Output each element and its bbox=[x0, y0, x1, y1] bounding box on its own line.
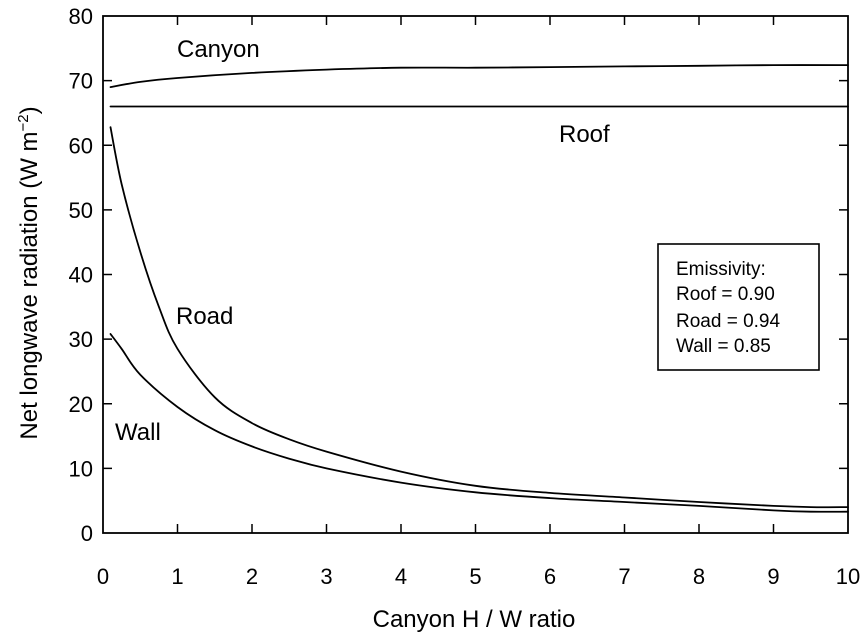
y-tick-label: 70 bbox=[69, 69, 93, 94]
x-tick-label: 2 bbox=[246, 564, 258, 589]
y-tick-label: 60 bbox=[69, 133, 93, 158]
x-tick-label: 0 bbox=[97, 564, 109, 589]
legend-entry-road: Road = 0.94 bbox=[676, 311, 780, 332]
y-axis-title: Net longwave radiation (W m−2) bbox=[15, 106, 43, 439]
series-label-road: Road bbox=[176, 303, 233, 330]
y-tick-label: 0 bbox=[81, 521, 93, 546]
series-label-roof: Roof bbox=[559, 121, 610, 148]
legend: Emissivity: Roof = 0.90 Road = 0.94 Wall… bbox=[657, 243, 820, 371]
legend-entry-roof: Roof = 0.90 bbox=[676, 284, 775, 305]
y-tick-label: 40 bbox=[69, 263, 93, 288]
series-label-wall: Wall bbox=[115, 419, 161, 446]
y-axis-title-main: Net longwave radiation (W m bbox=[16, 131, 43, 439]
legend-box bbox=[657, 243, 820, 371]
x-tick-label: 1 bbox=[171, 564, 183, 589]
y-tick-label: 80 bbox=[69, 4, 93, 29]
x-tick-label: 7 bbox=[618, 564, 630, 589]
x-tick-label: 3 bbox=[320, 564, 332, 589]
x-tick-label: 6 bbox=[544, 564, 556, 589]
legend-entry-wall: Wall = 0.85 bbox=[676, 336, 771, 357]
series-line-road bbox=[109, 126, 849, 509]
y-tick-label: 30 bbox=[69, 327, 93, 352]
series-line-canyon bbox=[109, 64, 849, 88]
x-tick-label: 8 bbox=[693, 564, 705, 589]
legend-title: Emissivity: bbox=[676, 259, 766, 280]
y-tick-label: 20 bbox=[69, 392, 93, 417]
x-tick-label: 4 bbox=[395, 564, 407, 589]
x-axis-title: Canyon H / W ratio bbox=[373, 606, 576, 633]
x-tick-label: 10 bbox=[836, 564, 860, 589]
y-axis-title-end: ) bbox=[16, 106, 43, 114]
y-axis-title-superscript: −2 bbox=[15, 114, 32, 131]
series-lines bbox=[109, 64, 849, 513]
series-line-wall bbox=[109, 333, 849, 513]
series-labels: Canyon Roof Road Wall bbox=[115, 36, 610, 446]
y-tick-label: 10 bbox=[69, 456, 93, 481]
y-tick-label: 50 bbox=[69, 198, 93, 223]
x-tick-label: 5 bbox=[469, 564, 481, 589]
series-label-canyon: Canyon bbox=[177, 36, 260, 63]
axes: 0 1 2 3 4 5 6 7 8 9 10 0 10 20 30 40 50 60 70 80 bbox=[69, 4, 861, 589]
x-tick-label: 9 bbox=[767, 564, 779, 589]
